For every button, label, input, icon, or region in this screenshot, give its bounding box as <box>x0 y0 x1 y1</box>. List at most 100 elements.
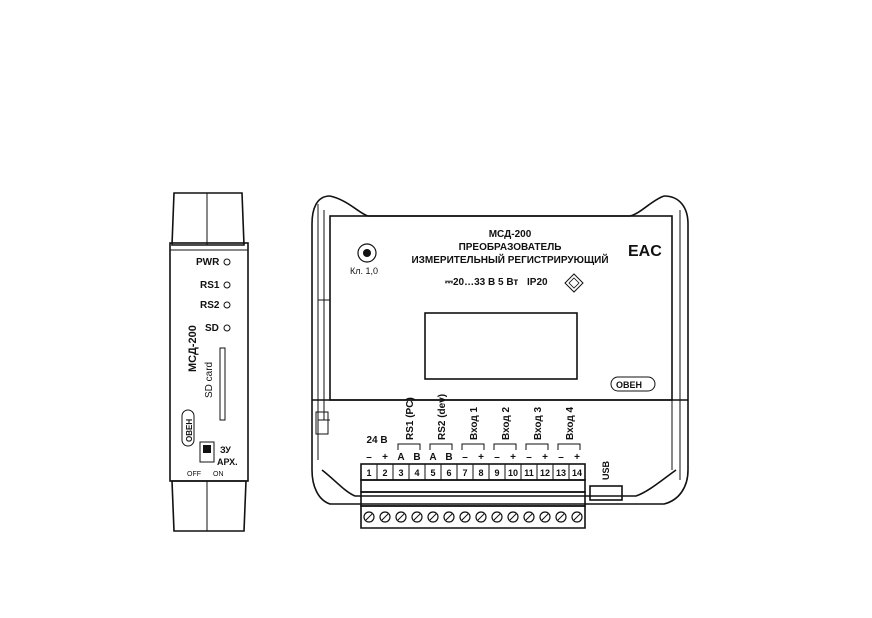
terminal-group-bracket <box>429 443 453 450</box>
terminal-number: 9 <box>494 468 499 478</box>
terminal-number: 2 <box>382 468 387 478</box>
terminal-sign: – <box>558 452 564 463</box>
terminal-group-label: RS1 (PC) <box>405 397 416 440</box>
terminal-group-label: Вход 3 <box>533 406 544 440</box>
usb-port <box>589 485 623 501</box>
terminal-number: 14 <box>572 468 582 478</box>
archive-switch-knob <box>203 445 211 453</box>
switch-off-label: OFF <box>187 471 201 478</box>
side-logo: ОВЕН <box>181 409 195 447</box>
terminal-number: 6 <box>446 468 451 478</box>
terminal-sign: + <box>574 452 580 463</box>
terminal-sign: + <box>382 452 388 463</box>
front-view: МСД-200 ПРЕОБРАЗОВАТЕЛЬ ИЗМЕРИТЕЛЬНЫЙ РЕ… <box>311 195 689 529</box>
device-model-title: МСД-200 <box>489 229 532 240</box>
terminal-screws <box>363 511 583 523</box>
power-spec: ⎓20…33 В 5 Вт <box>445 277 518 288</box>
side-top-cap <box>171 192 245 246</box>
terminal-sign: – <box>462 452 468 463</box>
switch-label-line2: АРХ. <box>217 457 238 467</box>
front-logo: ОВЕН <box>610 376 656 392</box>
terminal-number: 11 <box>524 468 534 478</box>
terminal-screw-block <box>360 505 586 529</box>
led-label-pwr: PWR <box>196 257 220 268</box>
din-rail-bracket <box>317 204 330 460</box>
side-model-label: МСД-200 <box>187 325 199 372</box>
housing-outline <box>311 195 689 505</box>
terminal-sign: + <box>542 452 548 463</box>
terminal-group-label: 24 В <box>366 435 387 446</box>
terminal-screw-slot <box>365 513 373 521</box>
led-rs2-indicator <box>223 301 231 309</box>
terminal-screw-slot <box>493 513 501 521</box>
terminal-group-bracket <box>397 443 421 450</box>
terminal-sign: A <box>429 452 436 463</box>
usb-label: USB <box>601 460 611 480</box>
accuracy-class-label: Кл. 1,0 <box>350 266 378 276</box>
terminal-screw-slot <box>413 513 421 521</box>
bottom-clip-arc <box>321 469 677 497</box>
device-type-line2: ИЗМЕРИТЕЛЬНЫЙ РЕГИСТРИРУЮЩИЙ <box>411 253 608 266</box>
terminal-sign: B <box>413 452 420 463</box>
svg-text:ОВЕН: ОВЕН <box>185 419 194 442</box>
terminal-group-label: Вход 4 <box>565 406 576 440</box>
svg-text:ОВЕН: ОВЕН <box>616 380 642 390</box>
terminal-number: 8 <box>478 468 483 478</box>
terminal-screw-slot <box>509 513 517 521</box>
terminal-sign: – <box>366 452 372 463</box>
terminal-group-bracket <box>525 443 549 450</box>
terminal-group-bracket <box>461 443 485 450</box>
terminal-sign: + <box>478 452 484 463</box>
led-rs1-indicator <box>223 281 231 289</box>
terminal-housing-top <box>360 479 586 493</box>
terminal-screw-slot <box>541 513 549 521</box>
terminal-screw-slot <box>397 513 405 521</box>
terminal-screw-slot <box>445 513 453 521</box>
terminal-sign: – <box>526 452 532 463</box>
led-sd-indicator <box>223 324 231 332</box>
terminal-number: 5 <box>430 468 435 478</box>
protection-class-icon <box>564 273 584 293</box>
terminal-group-bracket <box>493 443 517 450</box>
switch-label-line1: ЗУ <box>220 445 231 455</box>
led-pwr-indicator <box>223 258 231 266</box>
terminal-screw-slot <box>477 513 485 521</box>
side-view: PWR RS1 RS2 SD МСД-200 SD card ОВЕН ЗУ А… <box>169 192 249 532</box>
display-window <box>424 312 578 380</box>
terminal-sign: + <box>510 452 516 463</box>
terminal-screw-slot <box>429 513 437 521</box>
sd-card-slot <box>219 347 226 421</box>
right-edge-lines <box>671 210 681 480</box>
terminal-number: 7 <box>462 468 467 478</box>
terminal-group-label: RS2 (dev) <box>437 394 448 440</box>
sd-card-label: SD card <box>204 362 215 398</box>
terminal-screw-slot <box>381 513 389 521</box>
din-latch <box>315 411 329 435</box>
eac-mark: EAC <box>628 243 662 260</box>
led-label-rs1: RS1 <box>200 280 220 291</box>
archive-switch <box>199 441 215 463</box>
terminal-sign: – <box>494 452 500 463</box>
side-bottom-base <box>171 480 247 532</box>
led-label-rs2: RS2 <box>200 300 220 311</box>
terminal-sign: A <box>397 452 404 463</box>
terminal-number: 12 <box>540 468 550 478</box>
terminal-screw-slot <box>525 513 533 521</box>
terminal-sign: B <box>445 452 452 463</box>
led-label-sd: SD <box>205 323 219 334</box>
terminal-number: 3 <box>398 468 403 478</box>
terminal-number: 13 <box>556 468 566 478</box>
accuracy-class-icon <box>357 243 377 263</box>
terminal-number: 10 <box>508 468 518 478</box>
terminal-screw-slot <box>461 513 469 521</box>
terminal-number: 1 <box>366 468 371 478</box>
terminal-group-bracket <box>557 443 581 450</box>
terminal-group-label: Вход 2 <box>501 406 512 440</box>
terminal-group-label: Вход 1 <box>469 406 480 440</box>
terminal-screw-slot <box>573 513 581 521</box>
top-clip-arc <box>329 195 665 217</box>
terminal-screw-slot <box>557 513 565 521</box>
switch-on-label: ON <box>213 471 224 478</box>
